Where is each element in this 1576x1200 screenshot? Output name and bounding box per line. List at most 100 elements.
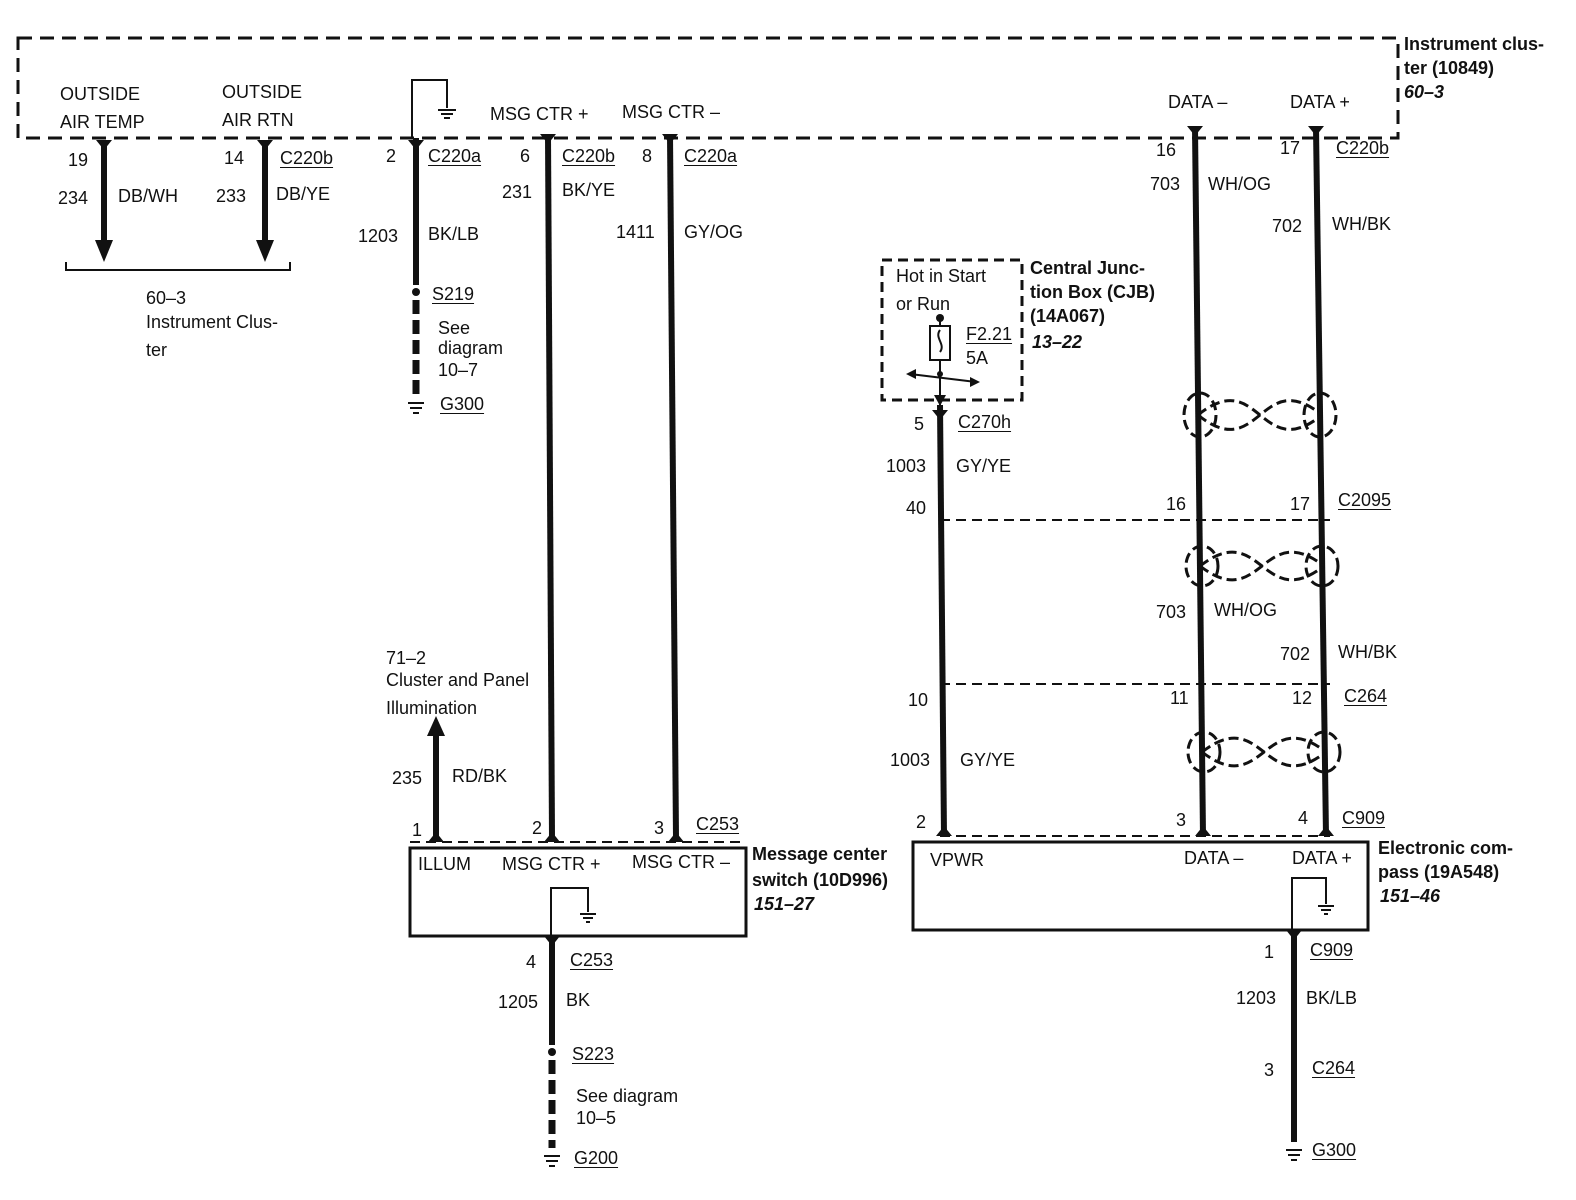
circuit-number: 703 [1150,174,1181,194]
pin-number: 4 [1298,808,1309,828]
pin-number: 19 [68,150,89,170]
circuit-number: 1411 [616,222,655,242]
see-diagram-2: 10–5 [576,1108,617,1128]
compass-pin-data-plus: DATA + [1292,848,1352,868]
ref-page: 71–2 [386,648,427,668]
fuse-label: F2.21 [966,324,1013,344]
pin-label-outside-air-rtn-2: AIR RTN [222,110,294,130]
pin-number: 2 [916,812,927,832]
wire-color: WH/OG [1214,600,1277,620]
pin-label-outside-air-temp-2: AIR TEMP [60,112,145,132]
compass-name-1: Electronic com- [1378,838,1514,858]
connector-label: C220a [428,146,482,166]
circuit-number: 234 [58,188,89,208]
wire-color: BK/LB [428,224,480,244]
circuit-number: 702 [1272,216,1303,236]
wire-color: WH/OG [1208,174,1271,194]
connector-label: C220b [562,146,616,166]
connector-label: C909 [1310,940,1354,960]
cjb-name-2: tion Box (CJB) [1030,282,1155,302]
connector-label: C270h [958,412,1012,432]
pin-number: 11 [1170,688,1189,708]
cluster-page: 60–3 [1404,82,1445,102]
compass-pin-vpwr: VPWR [930,850,984,870]
wire-color: BK/LB [1306,988,1358,1008]
twisted-pair-3 [1186,730,1342,774]
cluster-ground-trace [411,79,448,138]
circuit-number: 231 [502,182,533,202]
pin-number: 6 [520,146,531,166]
pin-label-data-minus: DATA – [1168,92,1228,112]
arrow-235 [427,716,445,736]
connector-label: C264 [1312,1058,1356,1078]
splice-label: S219 [432,284,475,304]
circuit-number: 1205 [498,992,539,1012]
ref-name-2: Illumination [386,698,478,718]
pin-number: 10 [908,690,929,710]
pin-number: 3 [654,818,665,838]
connector-label: C220b [1336,138,1390,158]
ground-label: G300 [440,394,485,414]
wire-color: RD/BK [452,766,508,786]
circuit-number: 233 [216,186,247,206]
pin-number: 3 [1264,1060,1275,1080]
pin-number: 4 [526,952,537,972]
pin-number: 16 [1156,140,1177,160]
twisted-pair-2 [1184,544,1340,588]
ref-page: 60–3 [146,288,187,308]
wire-color: BK/YE [562,180,616,200]
circuit-number: 703 [1156,602,1187,622]
switch-pin-illum: ILLUM [418,854,472,874]
pin-number: 1 [412,820,423,840]
pin-number: 1 [1264,942,1275,962]
cjb-hot-1: Hot in Start [896,266,987,286]
pin-number: 17 [1280,138,1301,158]
wire-231 [545,134,555,839]
electronic-compass-box [911,840,1370,932]
fuse-amps: 5A [966,348,989,368]
wire-color: GY/YE [960,750,1016,770]
pin-number: 16 [1166,494,1187,514]
instrument-cluster-box [16,36,1400,140]
wire-color: WH/BK [1338,642,1398,662]
compass-name-2: pass (19A548) [1378,862,1500,882]
switch-name-2: switch (10D996) [752,870,889,890]
connector-label: C909 [1342,808,1386,828]
connector-label: C264 [1344,686,1388,706]
switch-pin-msg-minus: MSG CTR – [632,852,731,872]
circuit-number: 1003 [890,750,931,770]
compass-page: 151–46 [1380,886,1441,906]
wire-color: DB/WH [118,186,178,206]
see-diagram-1: See [438,318,471,338]
wire-color: GY/YE [956,456,1012,476]
pin-number: 2 [386,146,397,166]
ref-name-2: ter [146,340,168,360]
ground-label: G200 [574,1148,619,1168]
cluster-name-2: ter (10849) [1404,58,1495,78]
see-diagram-1: See diagram [576,1086,679,1106]
circuit-number: 1203 [1236,988,1277,1008]
wire-1411 [667,134,679,839]
ref-brace [65,262,291,271]
cjb-page: 13–22 [1032,332,1083,352]
connector-label: C253 [570,950,614,970]
switch-page: 151–27 [754,894,815,914]
circuit-number: 702 [1280,644,1311,664]
wire-color: WH/BK [1332,214,1392,234]
pin-number: 40 [906,498,927,518]
wire-1003 [937,404,947,837]
splice-label: S223 [572,1044,615,1064]
ref-name-1: Instrument Clus- [146,312,279,332]
cluster-name-1: Instrument clus- [1404,34,1545,54]
twisted-pair-1 [1182,391,1338,439]
wire-703 [1192,127,1206,837]
wire-color: GY/OG [684,222,744,242]
connector-label: C2095 [1338,490,1392,510]
pin-label-outside-air-rtn-1: OUTSIDE [222,82,303,102]
see-diagram-2: diagram [438,338,504,358]
connector-label: C253 [696,814,740,834]
pin-label-msg-ctr-plus: MSG CTR + [490,104,589,124]
circuit-number: 1203 [358,226,399,246]
cjb-box [880,258,1024,402]
wire-color: DB/YE [276,184,331,204]
